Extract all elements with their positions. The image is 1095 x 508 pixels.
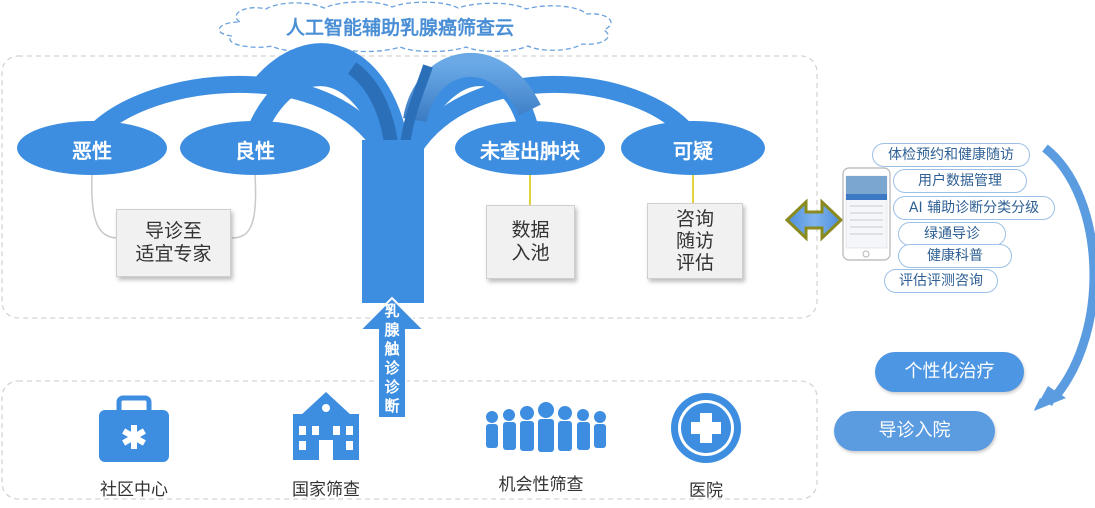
feature-evaluation: 评估评测咨询 [884,269,998,293]
personalized-treatment: 个性化治疗 [875,352,1024,392]
feature-user-data: 用户数据管理 [893,169,1027,193]
bottom-panel [1,380,818,500]
feature-appointment: 体检预约和健康随访 [872,143,1030,167]
trunk-label: 乳腺触诊诊断 [384,302,400,415]
box-followup-text: 咨询 随访 评估 [675,208,714,274]
phone-mockup [842,167,891,261]
connectors [91,174,694,239]
outcome-label-benign: 良性 [235,139,275,163]
source-label-national: 国家筛查 [292,480,360,500]
box-data-pool-text: 数据 入池 [511,219,550,264]
box-followup: 咨询 随访 评估 [647,203,743,279]
hospital-admission: 导诊入院 [834,411,995,451]
outcome-label-malignant: 恶性 [72,139,112,163]
feature-health-education: 健康科普 [898,244,1012,268]
medical-kit-icon [99,395,169,462]
top-panel [1,55,818,319]
trunk [362,140,424,303]
source-label-community: 社区中心 [100,480,168,500]
source-label-opportunistic: 机会性筛查 [498,475,584,495]
outcome-label-suspicious: 可疑 [673,139,713,163]
diagram-title: 人工智能辅助乳腺癌筛查云 [286,17,515,39]
government-building-icon [293,392,359,460]
box-referral: 导诊至 适宜专家 [116,209,231,277]
outcome-label-no-lump: 未查出肿块 [480,139,580,163]
double-arrow [784,198,844,242]
oval-no-lump [455,121,605,175]
feature-green-channel: 绿通导诊 [898,222,1006,246]
crowd-icon [486,402,606,452]
oval-benign [180,121,330,175]
source-label-hospital: 医院 [689,481,723,501]
feature-ai-diagnosis: AI 辅助诊断分类分级 [893,196,1055,220]
box-referral-text: 导诊至 适宜专家 [135,220,212,265]
up-arrow [357,296,427,419]
hospital-cross-icon [671,393,741,463]
curved-arrow-head [1034,386,1066,411]
box-data-pool: 数据 入池 [486,205,575,279]
oval-suspicious [621,121,765,175]
branch-tree [85,43,697,155]
oval-malignant [17,121,167,175]
